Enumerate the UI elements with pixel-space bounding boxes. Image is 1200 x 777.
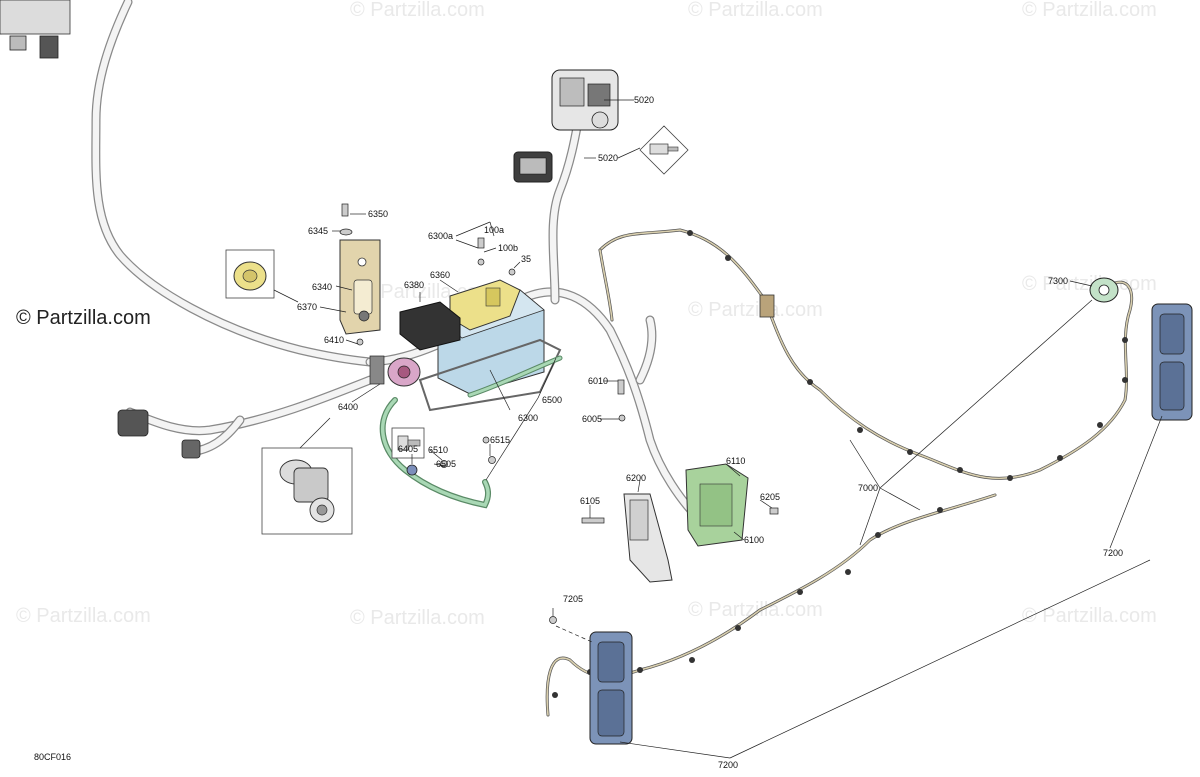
watermark: © Partzilla.com <box>350 0 485 21</box>
battery <box>399 279 562 412</box>
watermark: © Partzilla.com <box>688 299 823 321</box>
label-6300a: 6300a <box>428 231 453 241</box>
label-6350: 6350 <box>368 209 388 219</box>
watermark: © Partzilla.com <box>688 0 823 21</box>
switch-cluster <box>513 69 619 183</box>
label-5020: 5020 <box>634 95 654 105</box>
label-7000: 7000 <box>858 483 878 493</box>
label-6370: 6370 <box>297 302 317 312</box>
solenoid <box>369 355 421 387</box>
label-6405: 6405 <box>398 444 418 454</box>
watermark: © Partzilla.com <box>16 605 151 627</box>
label-6100: 6100 <box>744 535 764 545</box>
label-6105: 6105 <box>580 496 600 506</box>
battery-cable <box>379 355 563 509</box>
tail-light-right <box>1151 303 1193 421</box>
label-6300: 6300 <box>518 413 538 423</box>
diagram-code: 80CF016 <box>34 752 71 762</box>
module-bracket <box>623 493 673 583</box>
label-6410: 6410 <box>324 335 344 345</box>
label-6340: 6340 <box>312 282 332 292</box>
label-6400: 6400 <box>338 402 358 412</box>
label-6005: 6005 <box>582 414 602 424</box>
label-7200: 7200 <box>1103 548 1123 558</box>
label-6500: 6500 <box>542 395 562 405</box>
top-left-connectors <box>0 0 71 59</box>
left-plug-connectors <box>117 409 201 459</box>
brand-text: © Partzilla.com <box>16 307 151 329</box>
label-6110: 6110 <box>726 456 745 466</box>
part-labels: 5020 5020 6350 6345 6340 6370 6300a 100a… <box>297 95 1123 770</box>
watermark: © Partzilla.com <box>350 607 485 629</box>
label-7300: 7300 <box>1048 276 1068 286</box>
watermark: © Partzilla.com <box>1022 0 1157 21</box>
label-6360: 6360 <box>430 270 450 280</box>
hardware-nuts <box>406 436 496 476</box>
watermark-layer: © Partzilla.com © Partzilla.com © Partzi… <box>16 0 1157 629</box>
watermark: © Partzilla.com <box>1022 605 1157 627</box>
electronic-module <box>685 463 749 547</box>
watermark: © Partzilla.com <box>688 599 823 621</box>
label-7200: 7200 <box>718 760 738 770</box>
small-fasteners <box>339 203 779 624</box>
battery-bracket <box>339 239 381 335</box>
label-6510: 6510 <box>428 445 448 455</box>
label-35: 35 <box>521 254 531 264</box>
leader-lines <box>273 99 1163 759</box>
lighting-connector <box>759 294 775 318</box>
label-100a: 100a <box>484 225 504 235</box>
bolt-detail-6405 <box>391 427 425 459</box>
label-5020: 5020 <box>598 153 618 163</box>
tail-light-left <box>589 631 633 745</box>
fastener-box-5020 <box>639 125 689 175</box>
label-6010: 6010 <box>588 376 608 386</box>
power-socket <box>1089 277 1119 303</box>
watermark: © Partzilla.com <box>1022 273 1157 295</box>
label-7205: 7205 <box>563 594 583 604</box>
label-6515: 6515 <box>490 435 510 445</box>
label-100b: 100b <box>498 243 518 253</box>
grommet-detail <box>225 249 275 299</box>
solenoid-detail <box>261 447 353 535</box>
label-6200: 6200 <box>626 473 646 483</box>
label-6380: 6380 <box>404 280 424 290</box>
label-6205: 6205 <box>760 492 780 502</box>
label-6345: 6345 <box>308 226 328 236</box>
label-6505: 6505 <box>436 459 456 469</box>
